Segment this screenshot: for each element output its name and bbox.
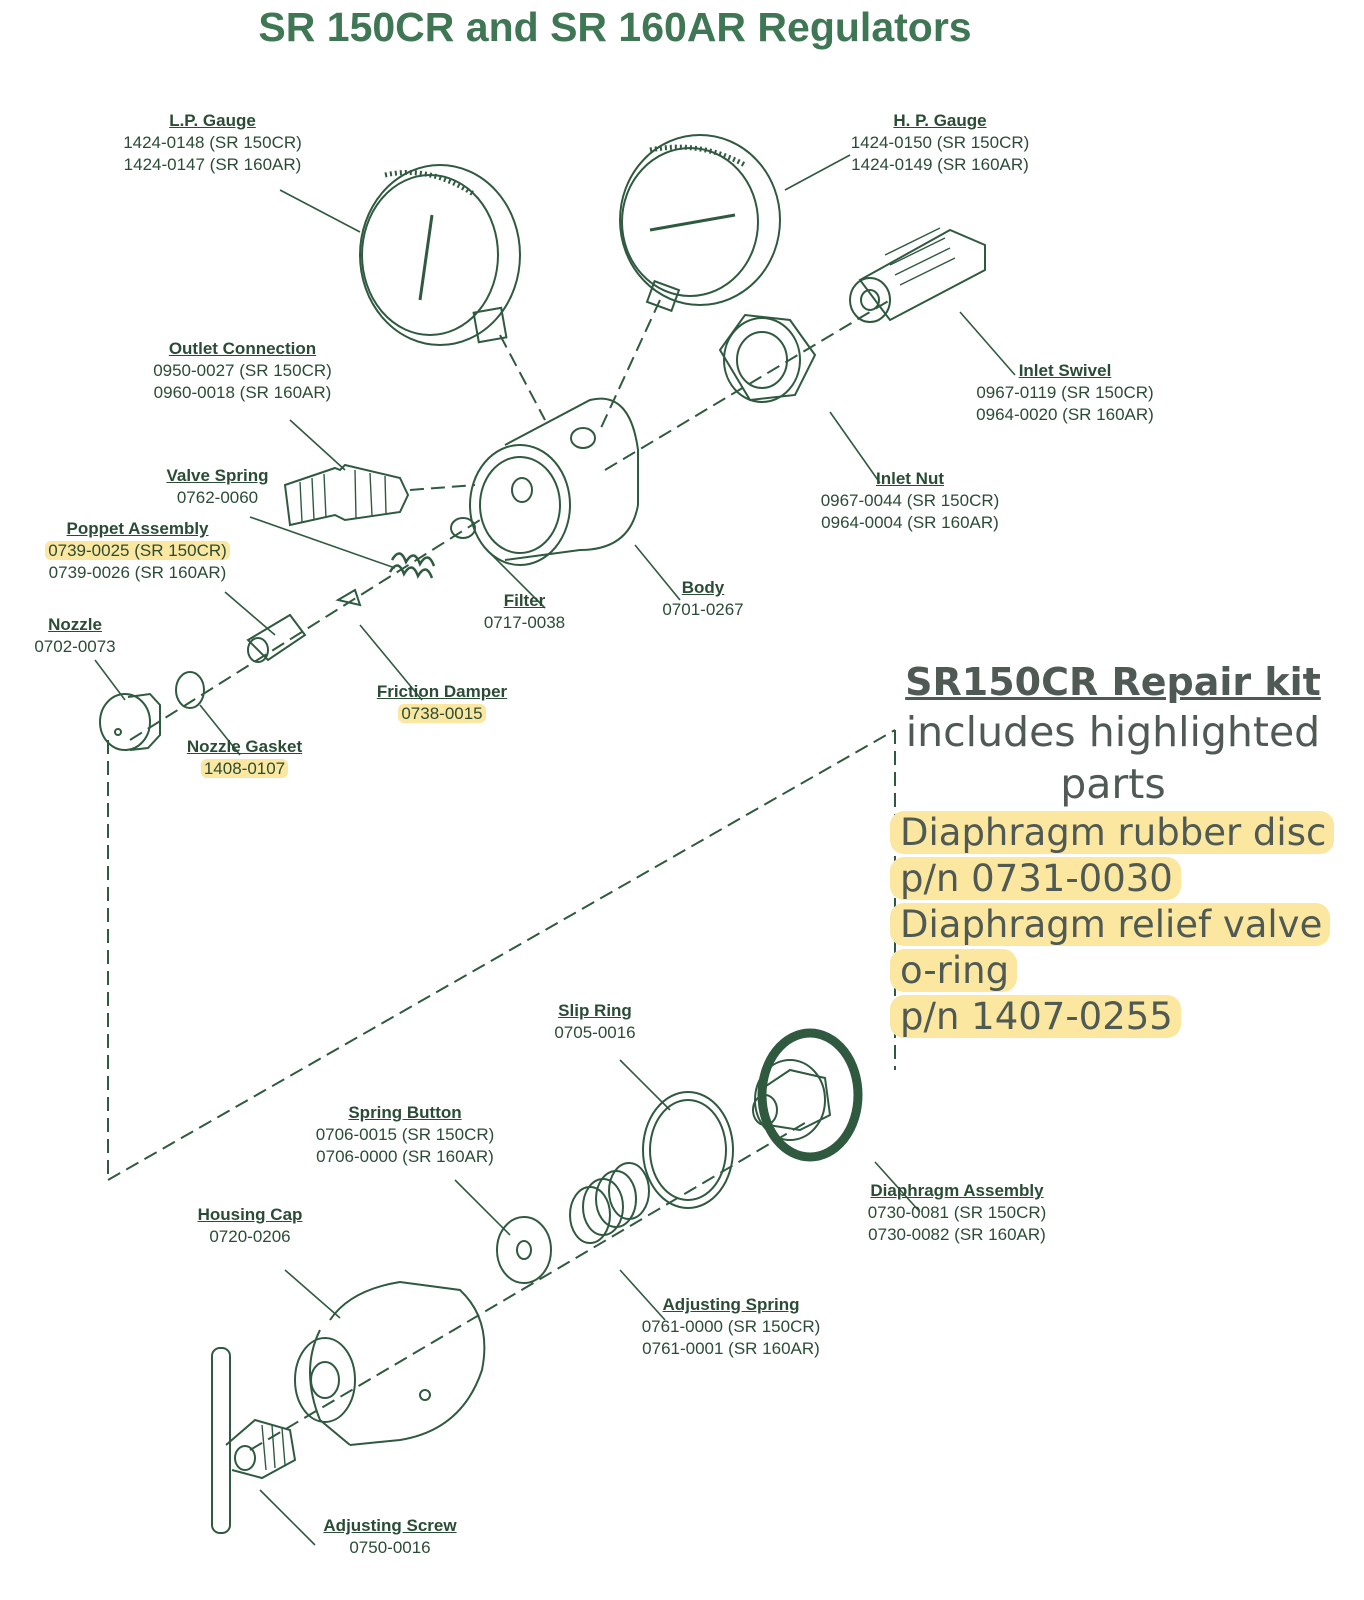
repair-kit-title: SR150CR Repair kit xyxy=(905,660,1321,704)
kit-item: Diaphragm rubber disc xyxy=(890,810,1356,856)
diaphragm-assembly-drawing xyxy=(752,1028,863,1162)
filter-drawing xyxy=(450,517,476,539)
outlet-connection-drawing xyxy=(283,463,410,527)
kit-item: o-ring xyxy=(890,948,1356,994)
lp-gauge-drawing xyxy=(359,164,521,346)
housing-cap-drawing xyxy=(294,1280,486,1446)
slip-ring-label: Slip Ring 0705-0016 xyxy=(554,1001,636,1042)
adjusting-spring-label: Adjusting Spring 0761-0000 (SR 150CR) 07… xyxy=(641,1295,821,1358)
inlet-swivel-drawing xyxy=(849,227,986,323)
valve-spring-label: Valve Spring 0762-0060 xyxy=(166,466,269,507)
lp-gauge-label: L.P. Gauge 1424-0148 (SR 150CR) 1424-014… xyxy=(123,111,302,174)
nozzle-gasket-drawing xyxy=(175,671,205,709)
nozzle-gasket-pn-highlight: 1408-0107 xyxy=(200,759,289,778)
friction-damper-drawing xyxy=(335,588,362,607)
nozzle-drawing xyxy=(99,692,161,751)
hp-gauge-label: H. P. Gauge 1424-0150 (SR 150CR) 1424-01… xyxy=(850,111,1030,174)
body-label: Body 0701-0267 xyxy=(662,578,744,619)
valve-spring-drawing xyxy=(388,552,436,579)
kit-item: p/n 1407-0255 xyxy=(890,994,1356,1040)
poppet-assembly-label: Poppet Assembly 0739-0025 (SR 150CR) 073… xyxy=(35,518,240,584)
nozzle-label: Nozzle 0702-0073 xyxy=(34,615,116,656)
inlet-nut-drawing xyxy=(718,313,817,403)
poppet-assembly-pn1-highlight: 0739-0025 (SR 150CR) xyxy=(45,541,230,560)
poppet-assembly-drawing xyxy=(246,613,307,663)
outlet-connection-label: Outlet Connection 0950-0027 (SR 150CR) 0… xyxy=(153,339,332,402)
body-drawing xyxy=(469,397,639,566)
adjusting-spring-drawing xyxy=(569,1162,650,1244)
diaphragm-assembly-label: Diaphragm Assembly 0730-0081 (SR 150CR) … xyxy=(867,1181,1047,1244)
page-title: SR 150CR and SR 160AR Regulators xyxy=(258,4,972,50)
nozzle-gasket-label: Nozzle Gasket 1408-0107 xyxy=(186,737,303,778)
slip-ring-drawing xyxy=(642,1091,734,1209)
housing-cap-label: Housing Cap 0720-0206 xyxy=(197,1205,303,1246)
leader-lines xyxy=(94,154,1016,1546)
adjusting-screw-drawing xyxy=(211,1347,297,1534)
filter-label: Filter 0717-0038 xyxy=(483,591,566,632)
friction-damper-label: Friction Damper 0738-0015 xyxy=(376,682,508,723)
inlet-nut-label: Inlet Nut 0967-0044 (SR 150CR) 0964-0004… xyxy=(820,469,1000,532)
spring-button-drawing xyxy=(496,1216,552,1284)
repair-kit-callout: SR150CR Repair kit includes highlighted … xyxy=(890,660,1356,1040)
friction-damper-pn-highlight: 0738-0015 xyxy=(398,704,486,723)
hp-gauge-drawing xyxy=(619,134,781,313)
adjusting-screw-label: Adjusting Screw 0750-0016 xyxy=(323,1516,457,1557)
kit-item: p/n 0731-0030 xyxy=(890,856,1356,902)
spring-button-label: Spring Button 0706-0015 (SR 150CR) 0706-… xyxy=(315,1103,495,1166)
repair-kit-subtitle: includes highlighted parts xyxy=(905,708,1321,808)
kit-item: Diaphragm relief valve xyxy=(890,902,1356,948)
inlet-swivel-label: Inlet Swivel 0967-0119 (SR 150CR) 0964-0… xyxy=(976,361,1154,424)
